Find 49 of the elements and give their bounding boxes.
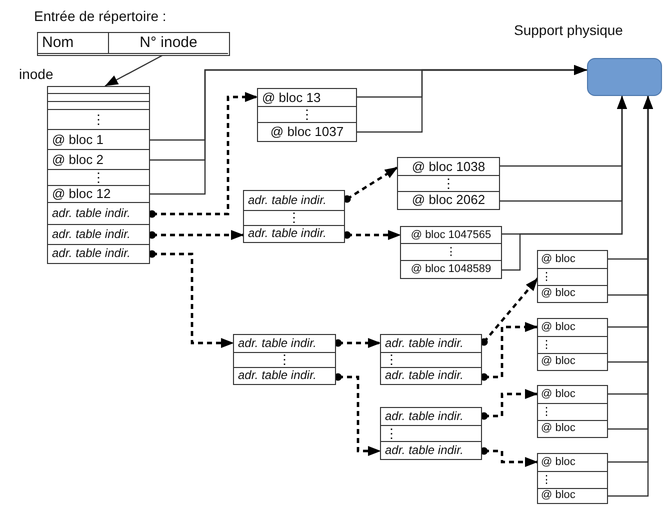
pointer-arrow <box>480 322 538 381</box>
table-row: ⋮ <box>538 472 607 489</box>
pointer-arrow <box>148 230 244 240</box>
table-row: ⋮ <box>401 244 501 261</box>
table-row: ⋮ <box>538 337 607 354</box>
table-frame <box>397 157 500 210</box>
table-row: ⋮ <box>234 353 335 368</box>
table-frame <box>537 385 608 438</box>
table-row: ⋮ <box>538 269 607 286</box>
table-frame <box>537 318 608 371</box>
pointer-arrow <box>343 166 399 203</box>
table-row: @ bloc <box>538 454 607 472</box>
table-title: inode <box>19 66 54 82</box>
table-row: ⋮ <box>398 176 499 192</box>
pointer-arrow <box>343 230 401 240</box>
table-frame <box>243 190 345 243</box>
pointer-arrow <box>148 92 258 218</box>
table-row: @ bloc <box>538 386 607 404</box>
table-frame <box>233 334 336 385</box>
pointer-arrow <box>334 373 381 456</box>
pointer-arrow <box>148 250 234 348</box>
table-row: ⋮ <box>538 404 607 421</box>
table-row: adr. table indir. <box>381 408 481 426</box>
table-frame <box>380 334 482 385</box>
pointer-arrow <box>480 447 538 467</box>
table-frame <box>537 453 608 504</box>
table-row: ⋮ <box>244 211 344 226</box>
table-row: ⋮ <box>48 170 149 186</box>
table-row: ⋮ <box>381 353 481 368</box>
table-frame <box>257 88 357 142</box>
table-row: adr. table indir. <box>381 335 481 353</box>
storage-title: Support physique <box>514 22 623 38</box>
arrow <box>501 96 627 271</box>
pointer-arrow <box>480 277 539 346</box>
table-frame <box>400 226 502 279</box>
table-row: N° inode <box>108 33 228 54</box>
table-row: @ bloc 12 <box>48 186 149 203</box>
table-title: Entrée de répertoire : <box>34 8 166 24</box>
table-row: @ bloc 1047565 <box>401 227 501 244</box>
table-row: adr. table indir. <box>234 335 335 353</box>
table-row: @ bloc <box>538 251 607 269</box>
table-row: ⋮ <box>258 107 356 123</box>
pointer-arrow <box>480 389 538 420</box>
table-row: @ bloc <box>538 319 607 337</box>
pointer-arrow <box>334 338 381 348</box>
table-frame <box>380 407 482 460</box>
table-row: ⋮ <box>381 426 481 442</box>
arrow <box>356 65 587 133</box>
table-frame <box>537 250 608 303</box>
